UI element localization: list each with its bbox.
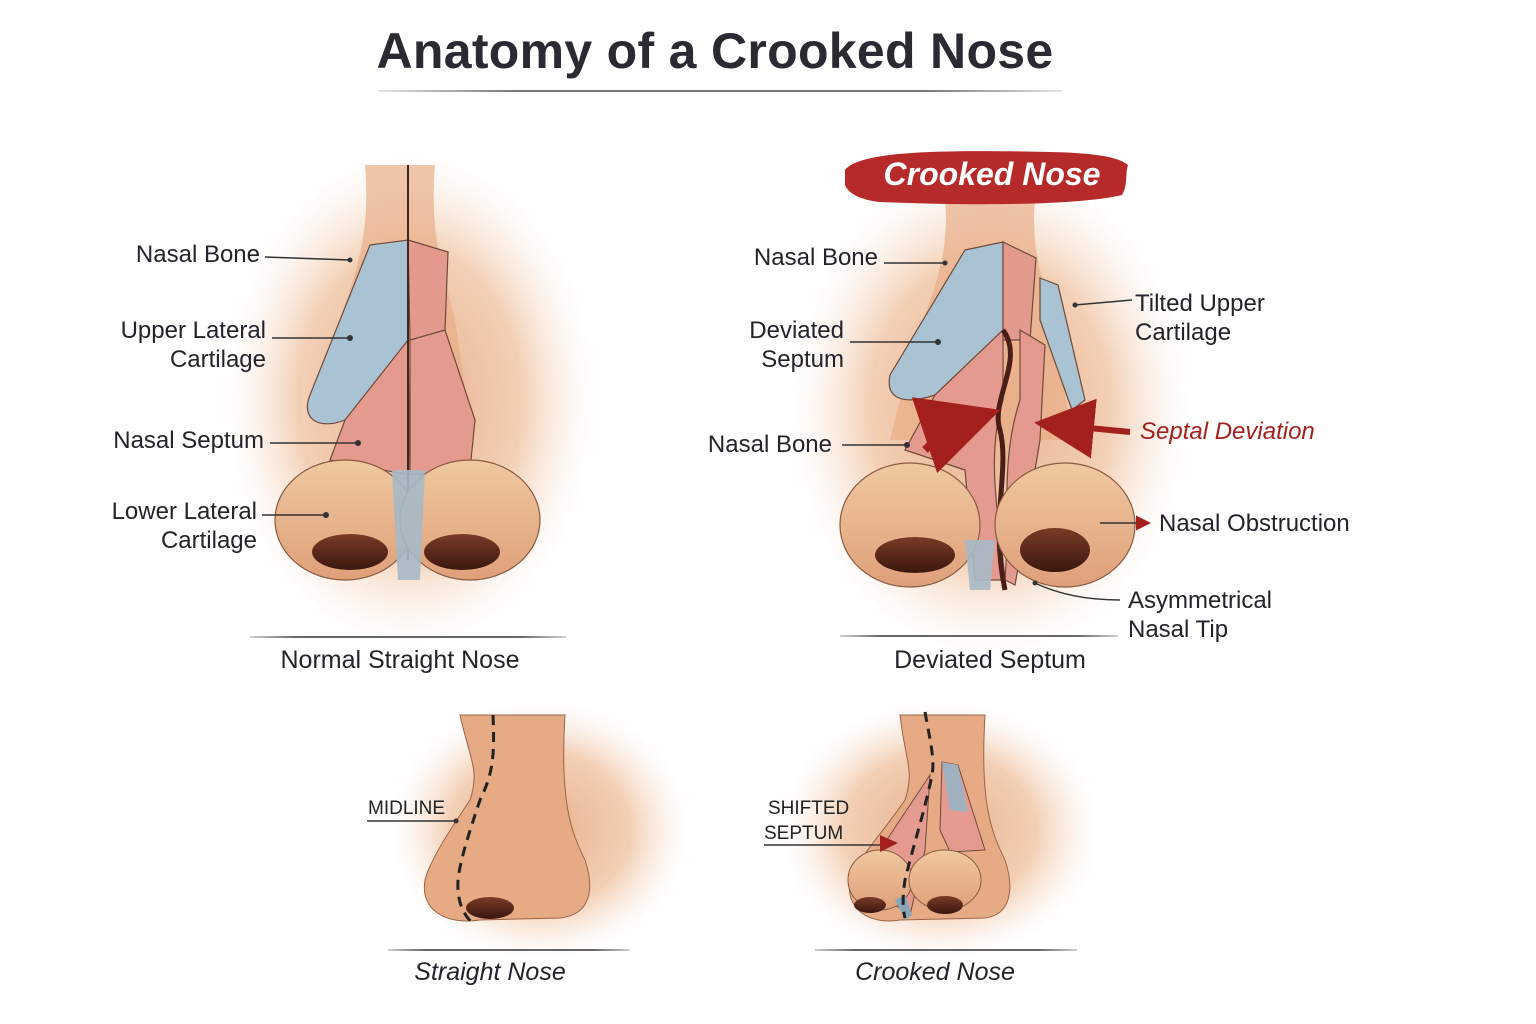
label-deviated-septum: Deviated Septum <box>749 317 844 373</box>
crooked-nose-banner: Crooked Nose <box>883 156 1101 192</box>
caption-rule-crooked <box>815 949 1077 951</box>
label-nasal-bone-crooked: Nasal Bone <box>753 244 878 271</box>
label-nasal-obstruction: Nasal Obstruction <box>1159 510 1350 537</box>
label-tilted-upper-cartilage: Tilted Upper Cartilage <box>1135 290 1265 346</box>
normal-front-nose-illustration <box>225 150 595 650</box>
label-nasal-bone: Nasal Bone <box>135 241 260 268</box>
label-nasal-bone-lower: Nasal Bone <box>707 431 832 458</box>
label-shifted-septum: SHIFTED SEPTUM <box>764 798 850 844</box>
label-midline: MIDLINE <box>368 798 446 819</box>
caption-deviated-septum: Deviated Septum <box>894 646 1086 674</box>
caption-normal-straight-nose: Normal Straight Nose <box>280 646 520 674</box>
label-asymmetrical-nasal-tip: Asymmetrical Nasal Tip <box>1128 587 1273 643</box>
banner-brushstroke <box>845 151 1128 205</box>
caption-crooked-nose: Crooked Nose <box>855 958 1015 986</box>
label-lower-lateral-cartilage: Lower Lateral Cartilage <box>111 498 257 554</box>
caption-rule-normal <box>250 636 566 638</box>
caption-rule-deviated <box>840 635 1118 637</box>
crooked-front-nose-illustration <box>790 160 1190 660</box>
label-upper-lateral-cartilage: Upper Lateral Cartilage <box>120 317 266 373</box>
label-nasal-septum: Nasal Septum <box>113 427 264 454</box>
label-septal-deviation: Septal Deviation <box>1140 418 1315 445</box>
caption-straight-nose: Straight Nose <box>414 958 566 986</box>
straight-side-nose-illustration <box>367 700 690 960</box>
crooked-side-nose-illustration <box>764 700 1100 960</box>
caption-rule-straight <box>388 949 630 951</box>
page-title: Anatomy of a Crooked Nose <box>376 23 1054 79</box>
title-underline <box>378 90 1062 92</box>
